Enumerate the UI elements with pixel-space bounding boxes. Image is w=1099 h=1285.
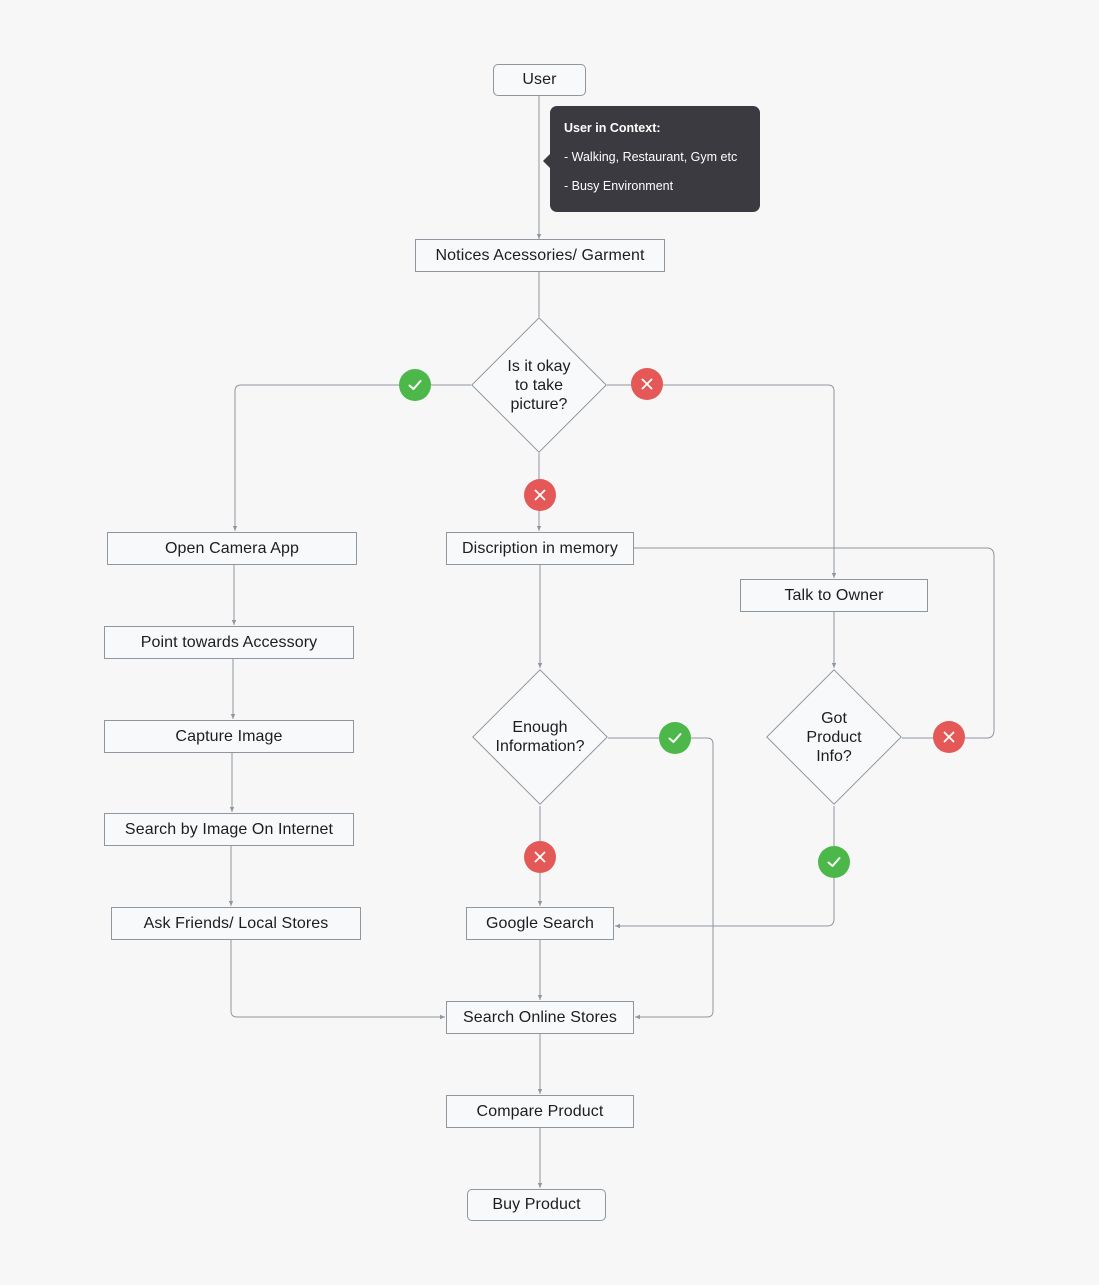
edge-ask-search-online [230, 939, 445, 1020]
decision-label: Enough Information? [495, 719, 585, 755]
node-buy-product[interactable]: Buy Product [467, 1189, 606, 1221]
node-talk-owner[interactable]: Talk to Owner [740, 579, 928, 612]
node-search-online[interactable]: Search Online Stores [446, 1001, 634, 1034]
no-badge [631, 368, 663, 400]
node-compare-product[interactable]: Compare Product [446, 1095, 634, 1128]
decision-got-product[interactable]: Got Product Info? [766, 669, 902, 805]
tooltip-line: - Walking, Restaurant, Gym etc [564, 150, 738, 164]
cross-icon [641, 378, 653, 390]
node-capture-image[interactable]: Capture Image [104, 720, 354, 753]
no-badge [933, 721, 965, 753]
yes-badge [659, 722, 691, 754]
decision-label: Got Product Info? [806, 709, 862, 765]
no-badge [524, 479, 556, 511]
tooltip-line: - Busy Environment [564, 179, 674, 193]
node-search-by-image[interactable]: Search by Image On Internet [104, 813, 354, 846]
decision-label: Is it okay to take picture? [507, 357, 571, 413]
cross-icon [534, 489, 546, 501]
edge-discription-loop [633, 547, 995, 739]
cross-icon [943, 731, 955, 743]
tooltip-arrow [543, 154, 550, 168]
tooltip-title: User in Context: [564, 121, 661, 135]
node-user[interactable]: User [493, 64, 586, 96]
node-open-camera[interactable]: Open Camera App [107, 532, 357, 565]
check-icon [408, 380, 422, 390]
cross-icon [534, 851, 546, 863]
node-ask-friends[interactable]: Ask Friends/ Local Stores [111, 907, 361, 940]
edge-got-google [615, 806, 835, 929]
node-point-towards[interactable]: Point towards Accessory [104, 626, 354, 659]
user-context-tooltip: User in Context: - Walking, Restaurant, … [543, 106, 760, 212]
node-google-search[interactable]: Google Search [466, 907, 614, 940]
decision-enough-info[interactable]: Enough Information? [472, 669, 608, 805]
edge-enough-search-online [608, 737, 714, 1020]
edge-decision-talk-owner [607, 384, 837, 578]
check-icon [827, 857, 841, 867]
check-icon [668, 733, 682, 743]
node-notices[interactable]: Notices Acessories/ Garment [415, 239, 665, 272]
node-discription-memory[interactable]: Discription in memory [446, 532, 634, 565]
edge-decision-open-camera [232, 384, 471, 531]
yes-badge [399, 369, 431, 401]
no-badge [524, 841, 556, 873]
decision-okay-picture[interactable]: Is it okay to take picture? [471, 317, 607, 453]
yes-badge [818, 846, 850, 878]
